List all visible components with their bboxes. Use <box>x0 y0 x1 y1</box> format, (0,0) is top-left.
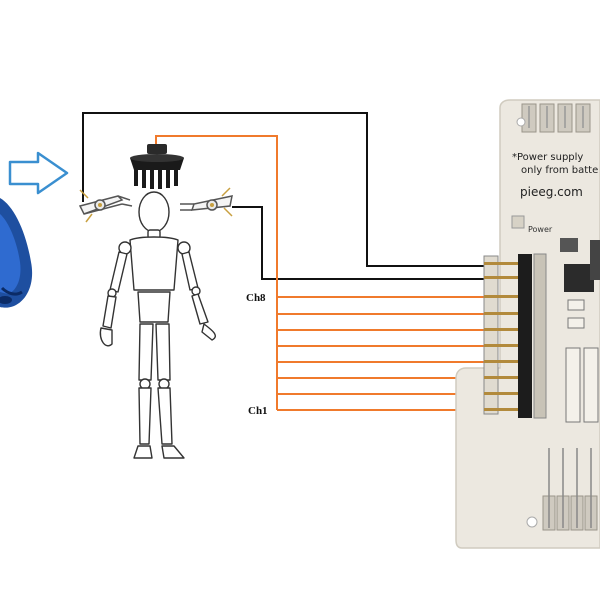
electrode-holder-icon <box>130 144 184 189</box>
ch8-label: Ch8 <box>246 292 266 304</box>
pieeg-board: *Power supply only from batte pieeg.com … <box>455 99 600 549</box>
power-note-line1: *Power supply <box>512 152 583 163</box>
right-ear-clip-icon <box>180 187 233 217</box>
power-label: Power <box>528 225 553 234</box>
power-note-line2: only from batte <box>521 165 598 176</box>
channel-wires <box>276 296 485 411</box>
brand-label: pieeg.com <box>520 185 583 199</box>
eeg-headset-image <box>0 198 33 308</box>
header-pins <box>484 262 518 411</box>
mannequin-figure <box>99 191 216 459</box>
direction-arrow-icon <box>8 151 69 195</box>
reference-wire-right <box>232 206 485 280</box>
ground-wire-left <box>82 112 485 267</box>
ch1-label: Ch1 <box>248 405 268 417</box>
left-ear-clip-icon <box>78 189 133 223</box>
